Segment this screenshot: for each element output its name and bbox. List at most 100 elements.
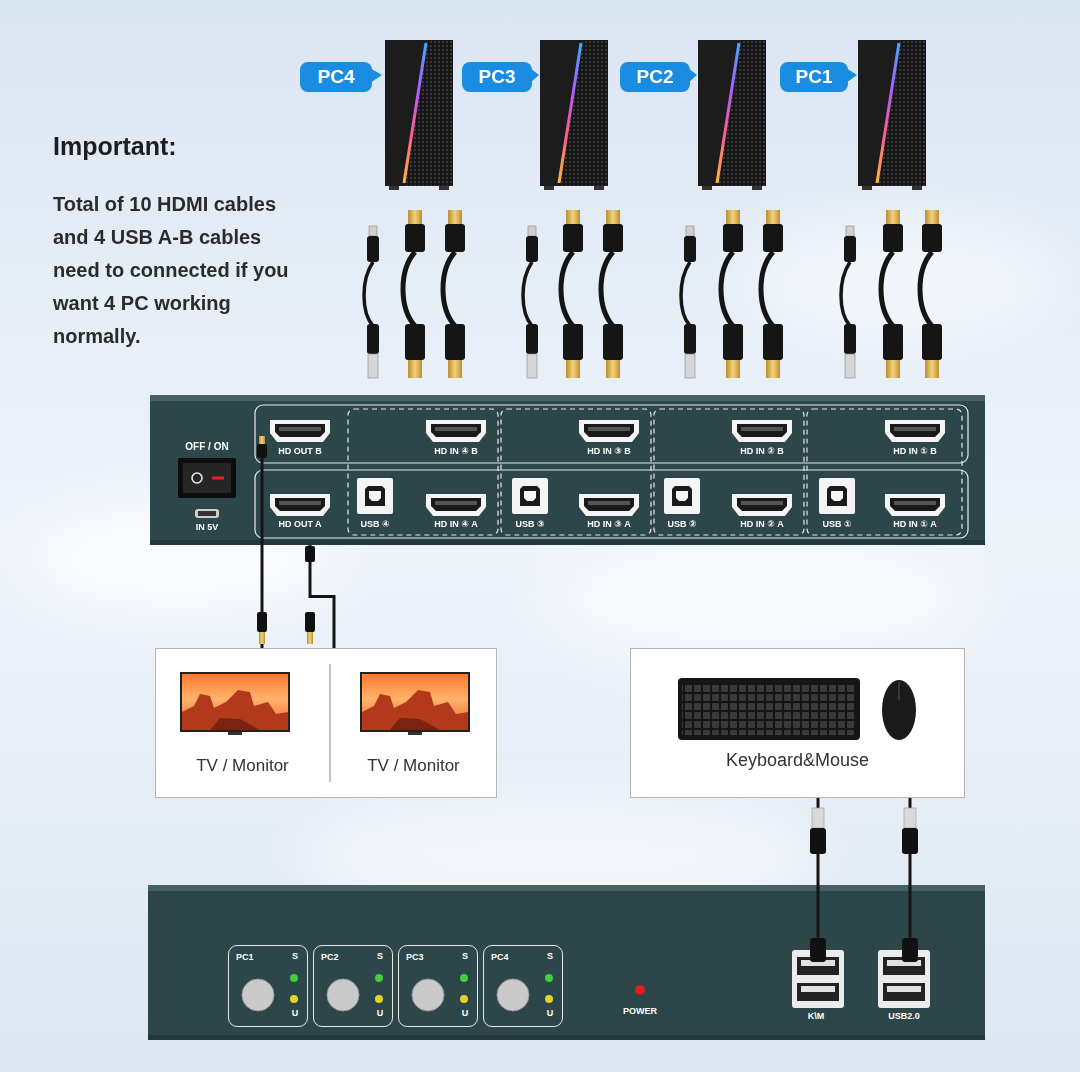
- rear-panel-body: [348, 409, 962, 535]
- rear-panel-body: [255, 470, 968, 538]
- rear-panel-body: [819, 478, 855, 514]
- port-label: HD OUT A: [260, 519, 340, 529]
- node-text: POWER: [600, 1006, 680, 1016]
- port-label: HD IN ① B: [875, 446, 955, 456]
- clouds: [20, 220, 1060, 920]
- rear-panel-body: [198, 511, 216, 516]
- pc-callout: PC1: [780, 62, 848, 92]
- rear-panel-body: [501, 409, 651, 535]
- node-text: K\M: [776, 1011, 856, 1021]
- rear-panel-body: [270, 420, 330, 442]
- front-panel-body: [242, 974, 298, 1011]
- heading: Important:: [53, 132, 177, 161]
- pc-button-group: PC3SU: [398, 945, 478, 1027]
- node-text: PC2: [637, 66, 674, 88]
- hdmi-out-cables: [307, 632, 313, 644]
- front-panel-body: [148, 1035, 985, 1040]
- usb-plugs: [909, 885, 912, 945]
- pc-button-group: PC1SU: [228, 945, 308, 1027]
- pc-towers: [385, 40, 926, 190]
- hdmi-out-cables: [305, 546, 315, 562]
- keyboard-panel: [631, 649, 965, 798]
- rear-panel-body: [150, 540, 985, 545]
- monitor-panel: [180, 672, 290, 735]
- cables: [403, 210, 425, 378]
- node-text: IN 5V: [177, 522, 237, 532]
- rear-panel-body: [150, 395, 985, 545]
- port-label: HD IN ② B: [722, 446, 802, 456]
- rear-panel-body: [357, 478, 393, 514]
- rear-panel-body: [807, 409, 962, 535]
- usb-plugs: [810, 938, 826, 962]
- node-text: PC4: [318, 66, 355, 88]
- rear-panel-body: [178, 458, 236, 498]
- node-text: U: [289, 1008, 301, 1018]
- port-label: HD OUT B: [260, 446, 340, 456]
- keyboard-panel: [682, 683, 856, 735]
- pc-button-group: PC4SU: [483, 945, 563, 1027]
- pc-callout: PC4: [300, 62, 372, 92]
- usb-plugs: [902, 828, 918, 854]
- node-text: TV / Monitor: [155, 756, 330, 776]
- peripheral-box: Keyboard&Mouse: [630, 648, 965, 798]
- port-label: USB ③: [490, 519, 570, 529]
- pc-towers: [540, 40, 608, 190]
- node-text: TV / Monitor: [330, 756, 497, 776]
- rear-panel-body: [426, 420, 486, 442]
- port-label: USB ①: [797, 519, 877, 529]
- rear-panel-body: [732, 494, 792, 516]
- rear-panel-body: [255, 405, 968, 463]
- rear-panel-body: [654, 409, 804, 535]
- node-text: U: [374, 1008, 386, 1018]
- keyboard-panel: [631, 649, 965, 798]
- node-text: S: [459, 951, 471, 961]
- port-label: HD IN ③ A: [569, 519, 649, 529]
- port-label: HD IN ④ A: [416, 519, 496, 529]
- rear-panel-body: [348, 409, 498, 535]
- hdmi-out-cables: [257, 436, 315, 644]
- pc-towers: [385, 40, 453, 190]
- node-text: PC1: [796, 66, 833, 88]
- usb-plugs: [902, 938, 918, 962]
- cables: [561, 210, 583, 378]
- node-text: PC2: [321, 952, 357, 962]
- rear-panel-body: [192, 473, 202, 483]
- note-text: Total of 10 HDMI cables and 4 USB A-B ca…: [53, 188, 305, 353]
- rear-panel-body: [150, 395, 985, 401]
- monitor-panel: [156, 649, 497, 798]
- cables: [443, 210, 465, 378]
- cables: [364, 226, 379, 378]
- keyboard-panel: [898, 682, 900, 700]
- front-panel-body: [148, 885, 985, 1040]
- rear-panel-body: [885, 494, 945, 516]
- rear-panel: OFF / ON IN 5V: [150, 395, 985, 545]
- rear-panel-body: [885, 420, 945, 442]
- port-label: USB ④: [335, 519, 415, 529]
- cables: [523, 226, 538, 378]
- cables: [681, 226, 696, 378]
- front-panel-body: [412, 974, 468, 1011]
- cables: [920, 210, 942, 378]
- rear-panel-body: [732, 420, 792, 442]
- usb-plugs: [904, 808, 916, 828]
- pc-button-group: PC2SU: [313, 945, 393, 1027]
- cables: [601, 210, 623, 378]
- monitor-box: TV / Monitor: [330, 648, 497, 798]
- node-text: OFF / ON: [177, 441, 237, 453]
- usb-plugs: [817, 885, 820, 945]
- port-label: USB ②: [642, 519, 722, 529]
- rear-panel-body: [512, 478, 548, 514]
- front-panel-body: [635, 985, 645, 995]
- hdmi-out-cables: [259, 436, 265, 444]
- rear-panel-body: [195, 509, 219, 518]
- rear-panel-body: [212, 477, 224, 480]
- node-text: Keyboard&Mouse: [630, 750, 965, 771]
- rear-panel-body: [579, 494, 639, 516]
- node-text: S: [544, 951, 556, 961]
- node-text: U: [544, 1008, 556, 1018]
- node-text: PC3: [406, 952, 442, 962]
- keyboard-panel: [882, 680, 916, 740]
